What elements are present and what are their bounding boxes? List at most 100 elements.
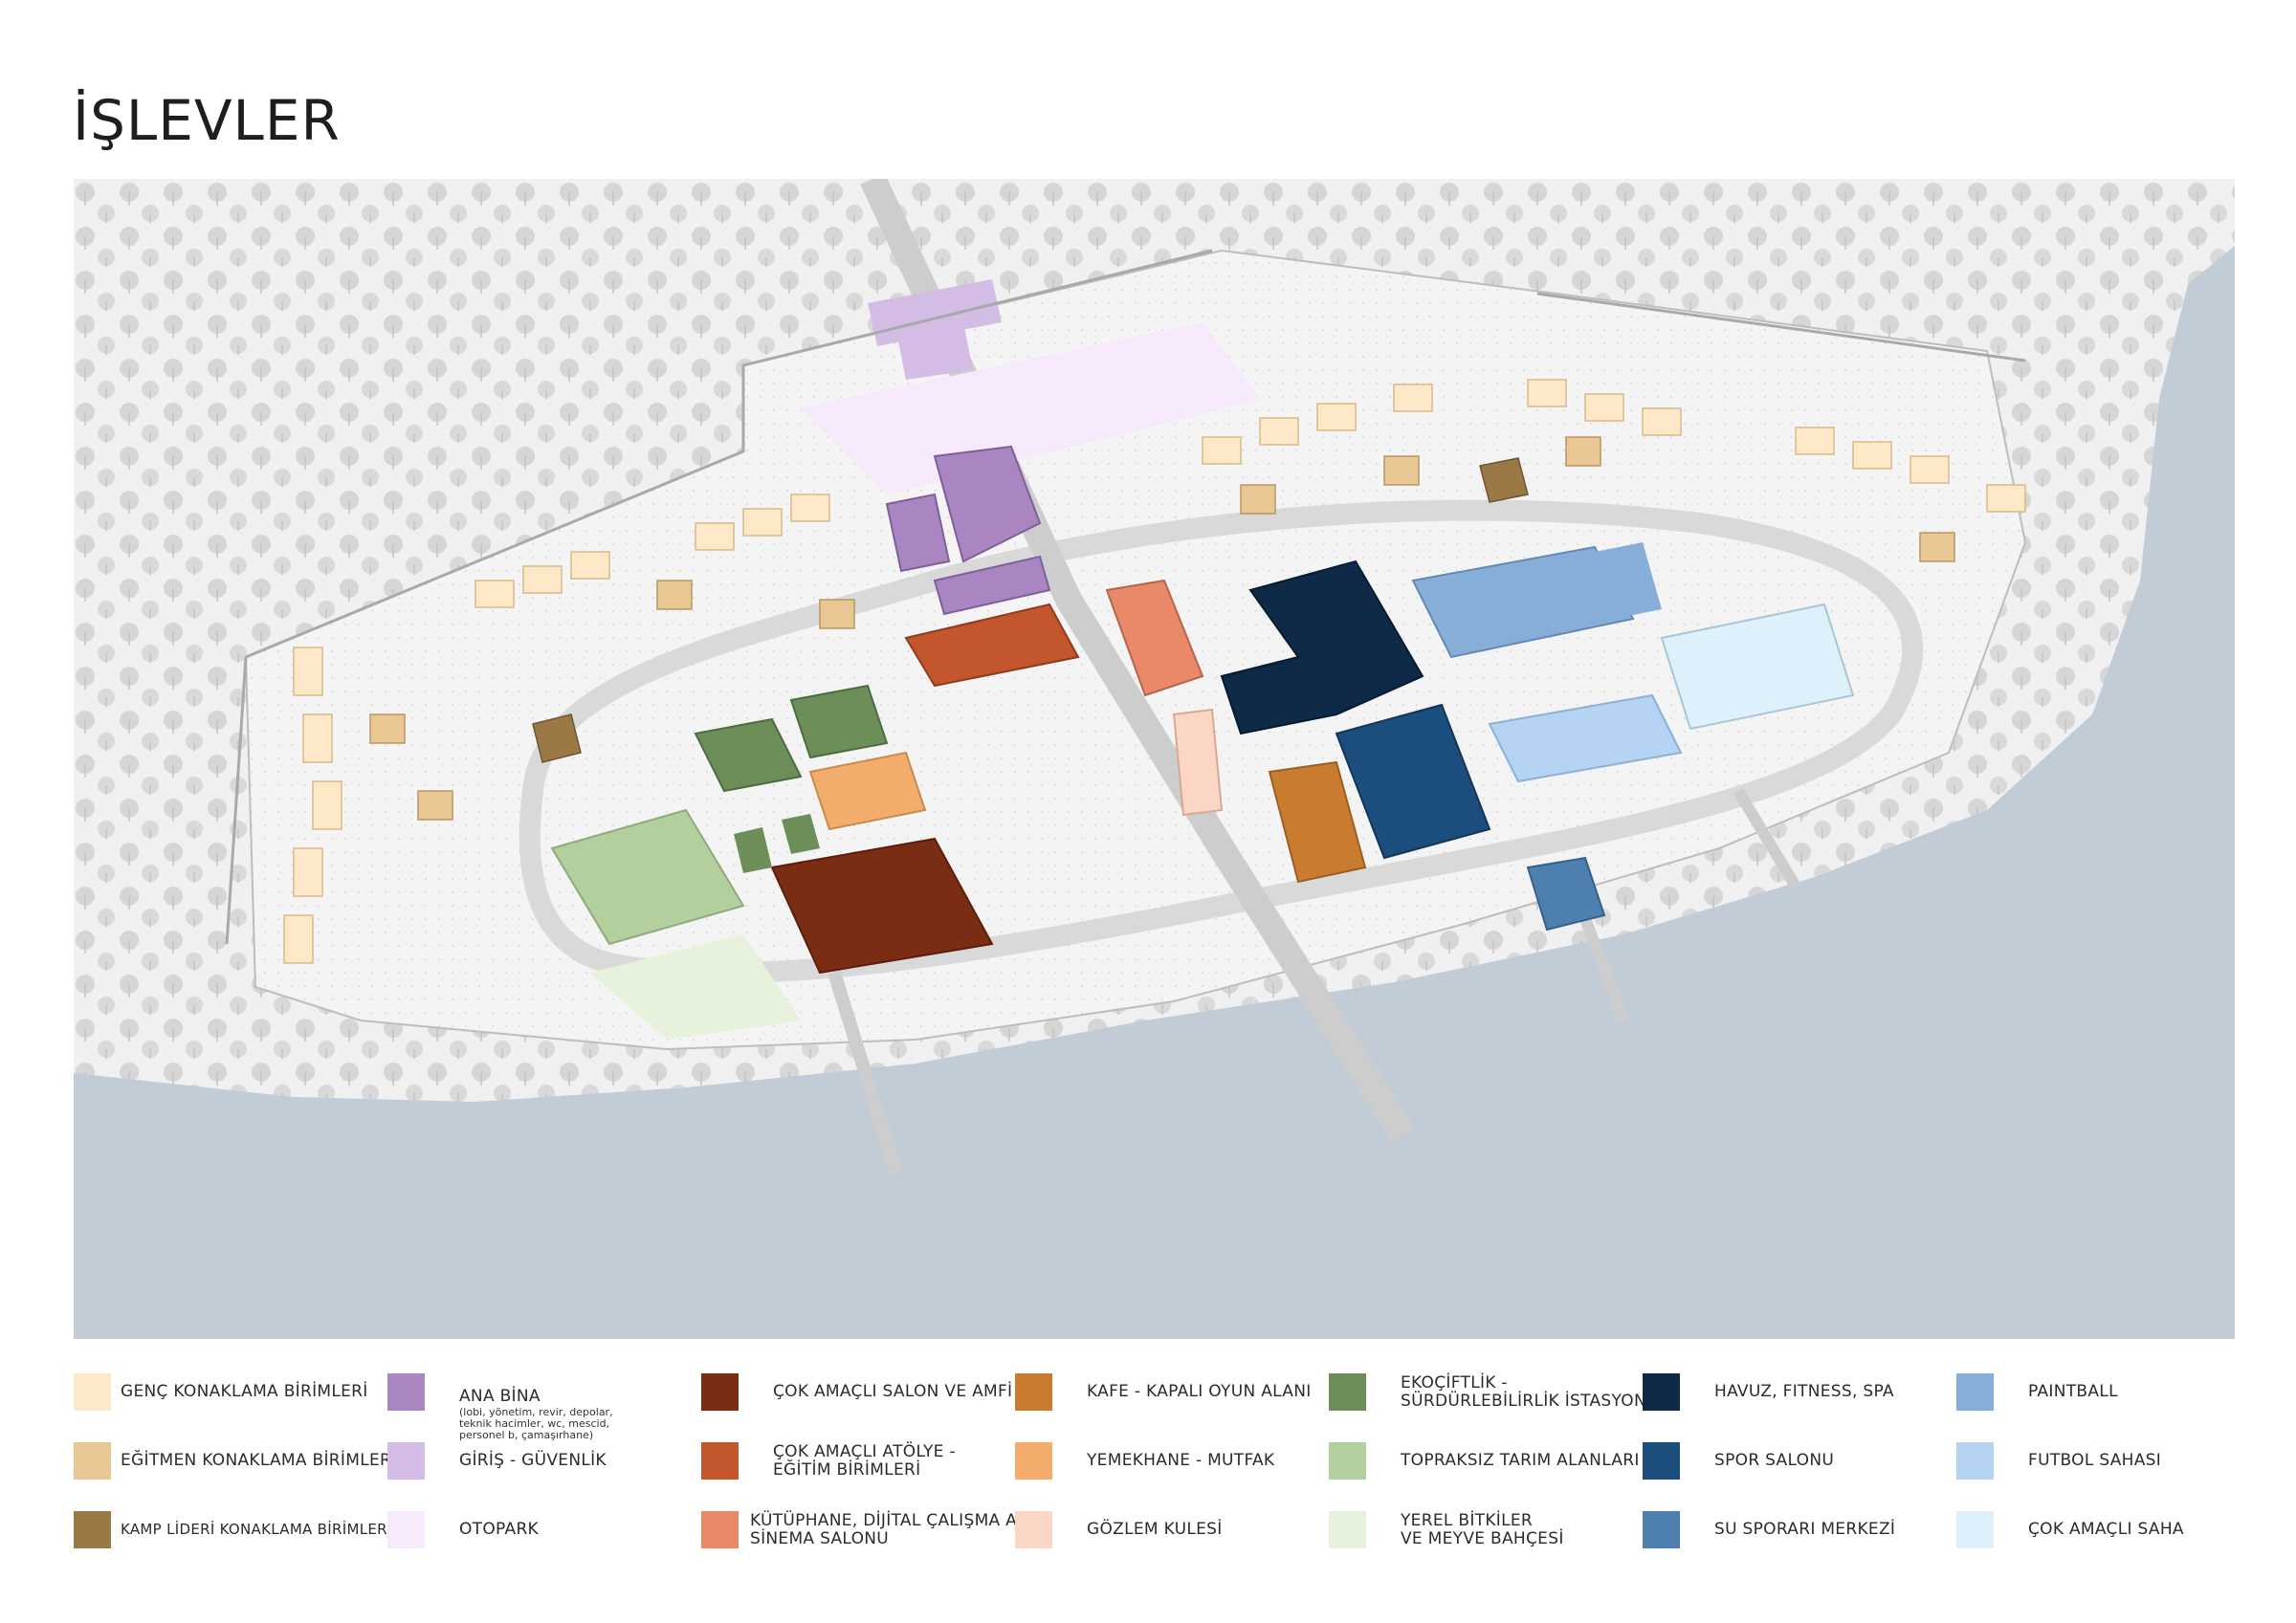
camp-leader-house-2 <box>1479 457 1529 503</box>
main-building-low <box>933 555 1051 616</box>
football <box>1488 693 1683 783</box>
pool-spa <box>1220 559 1424 735</box>
legend-swatch <box>387 1511 425 1548</box>
main-building <box>933 445 1042 563</box>
eco-farm-4 <box>782 814 820 854</box>
legend-swatch <box>74 1511 111 1548</box>
water-sports <box>1526 856 1606 932</box>
legend-item-yerel-bitkiler: YEREL BİTKİLER VE MEYVE BAHÇESİ <box>1329 1511 1564 1548</box>
legend-swatch <box>1956 1442 1994 1480</box>
legend-label: SU SPORARI MERKEZİ <box>1714 1520 1896 1539</box>
legend-item-atolye: ÇOK AMAÇLI ATÖLYE - EĞİTİM BİRİMLERİ <box>701 1442 956 1480</box>
paintball <box>1411 545 1635 659</box>
page-title: İŞLEVLER <box>73 88 341 153</box>
legend-label: YEREL BİTKİLER VE MEYVE BAHÇESİ <box>1401 1511 1564 1548</box>
legend-swatch <box>1015 1442 1052 1480</box>
legend-swatch <box>74 1373 111 1411</box>
eco-farm-2 <box>789 684 889 759</box>
legend-swatch <box>387 1442 425 1480</box>
entrance-gate <box>896 322 973 380</box>
legend-swatch <box>387 1373 425 1411</box>
legend-item-kutuphane: KÜTÜPHANE, DİJİTAL ÇALIŞMA A., SİNEMA SA… <box>701 1511 1027 1548</box>
lake <box>74 246 2235 1339</box>
youth-housing <box>283 379 2026 964</box>
main-building-wing <box>885 493 951 573</box>
legend-label: YEMEKHANE - MUTFAK <box>1087 1451 1275 1470</box>
legend-label: GENÇ KONAKLAMA BİRİMLERİ <box>121 1382 368 1401</box>
parking <box>801 322 1260 494</box>
legend-label: EKOÇİFTLİK - SÜRDÜRLEBİLİRLİK İSTASYONU <box>1401 1373 1659 1411</box>
boundary-wall <box>225 249 2026 945</box>
pier-far <box>1733 787 1801 890</box>
library <box>1105 579 1204 697</box>
legend-label: ÇOK AMAÇLI ATÖLYE - EĞİTİM BİRİMLERİ <box>773 1442 956 1480</box>
legend-label-sub: (lobi, yönetim, revir, depolar, teknik h… <box>459 1406 613 1441</box>
camp-leader-house-1 <box>532 713 582 763</box>
cafe <box>1268 760 1367 884</box>
legend-label: OTOPARK <box>459 1520 539 1539</box>
legend-label: GÖZLEM KULESİ <box>1087 1520 1223 1539</box>
legend-item-ekociftlik: EKOÇİFTLİK - SÜRDÜRLEBİLİRLİK İSTASYONU <box>1329 1373 1659 1411</box>
tower <box>1172 708 1224 817</box>
legend-label-main: ANA BİNA <box>459 1387 541 1406</box>
legend-label: KAMP LİDERİ KONAKLAMA BİRİMLERİ <box>121 1521 392 1538</box>
hall <box>770 837 994 975</box>
legend-item-kafe: KAFE - KAPALI OYUN ALANI <box>1015 1373 1312 1411</box>
legend-item-spor-salonu: SPOR SALONU <box>1643 1442 1834 1480</box>
legend-item-topraksiz-tarim: TOPRAKSIZ TARIM ALANLARI <box>1329 1442 1640 1480</box>
site-plan <box>74 179 2235 1339</box>
legend-item-futbol-sahasi: FUTBOL SAHASI <box>1956 1442 2161 1480</box>
legend-swatch <box>1329 1442 1366 1480</box>
legend-swatch <box>1329 1373 1366 1411</box>
legend-label: HAVUZ, FITNESS, SPA <box>1714 1382 1894 1401</box>
legend-label: GİRİŞ - GÜVENLİK <box>459 1451 607 1470</box>
legend-item-cok-amacli-saha: ÇOK AMAÇLI SAHA <box>1956 1511 2184 1548</box>
entrance <box>868 279 1002 346</box>
legend-item-kamp-lideri: KAMP LİDERİ KONAKLAMA BİRİMLERİ <box>74 1511 392 1548</box>
legend-label: KÜTÜPHANE, DİJİTAL ÇALIŞMA A., SİNEMA SA… <box>750 1511 1027 1548</box>
sports-hall <box>1335 703 1491 860</box>
legend-swatch <box>701 1442 739 1480</box>
instructor-housing <box>369 436 1955 821</box>
legend-item-otopark: OTOPARK <box>387 1511 539 1548</box>
legend-swatch <box>1956 1373 1994 1411</box>
legend-item-giris-guvenlik: GİRİŞ - GÜVENLİK <box>387 1442 607 1480</box>
legend-label: ANA BİNA (lobi, yönetim, revir, depolar,… <box>459 1370 641 1459</box>
workshops <box>904 603 1080 688</box>
eco-farm-3 <box>734 827 772 873</box>
legend-label: FUTBOL SAHASI <box>2028 1451 2162 1470</box>
multi-courts <box>1660 603 1855 731</box>
eco-farm-1 <box>694 717 803 793</box>
legend-swatch <box>1015 1511 1052 1548</box>
legend-item-paintball: PAINTBALL <box>1956 1373 2118 1411</box>
legend-swatch <box>1015 1373 1052 1411</box>
legend-swatch <box>701 1373 739 1411</box>
dining <box>808 751 927 831</box>
legend-item-cok-amacli-salon: ÇOK AMAÇLI SALON VE AMFİ <box>701 1373 1012 1411</box>
legend-item-yemekhane: YEMEKHANE - MUTFAK <box>1015 1442 1274 1480</box>
legend-item-egitmen-konaklama: EĞİTMEN KONAKLAMA BİRİMLERİ <box>74 1442 396 1480</box>
legend-item-su-sporlari: SU SPORARI MERKEZİ <box>1643 1511 1895 1548</box>
legend-item-genc-konaklama: GENÇ KONAKLAMA BİRİMLERİ <box>74 1373 368 1411</box>
legend-item-gozlem-kulesi: GÖZLEM KULESİ <box>1015 1511 1223 1548</box>
hydroponic <box>550 808 745 946</box>
legend-swatch <box>701 1511 739 1548</box>
legend-label: TOPRAKSIZ TARIM ALANLARI <box>1401 1451 1640 1470</box>
orchard <box>590 934 801 1040</box>
legend-item-havuz: HAVUZ, FITNESS, SPA <box>1643 1373 1894 1411</box>
legend-swatch <box>1956 1511 1994 1548</box>
legend-label: SPOR SALONU <box>1714 1451 1835 1470</box>
legend-swatch <box>1643 1442 1680 1480</box>
legend-swatch <box>1329 1511 1366 1548</box>
legend-label: PAINTBALL <box>2028 1382 2118 1401</box>
legend-label: KAFE - KAPALI OYUN ALANI <box>1087 1382 1312 1401</box>
legend-swatch <box>1643 1373 1680 1411</box>
legend-label: ÇOK AMAÇLI SALON VE AMFİ <box>773 1382 1013 1401</box>
paintball-annex <box>1595 542 1662 619</box>
legend-label: EĞİTMEN KONAKLAMA BİRİMLERİ <box>121 1451 397 1470</box>
legend-swatch <box>74 1442 111 1480</box>
legend-swatch <box>1643 1511 1680 1548</box>
pier-left <box>828 970 903 1176</box>
legend-item-ana-bina: ANA BİNA (lobi, yönetim, revir, depolar,… <box>387 1373 641 1459</box>
